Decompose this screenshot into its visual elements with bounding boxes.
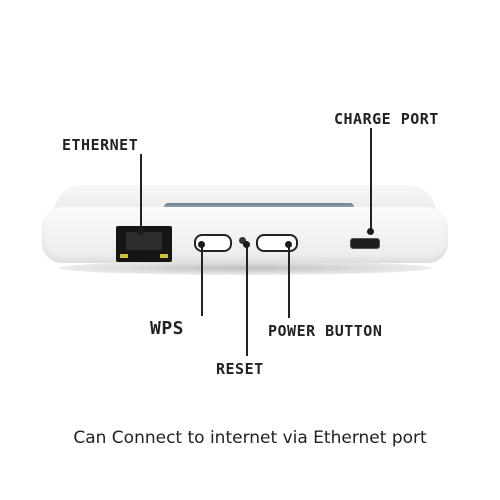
- power-button-label: POWER BUTTON: [268, 322, 383, 340]
- wps-leader-dot: [198, 241, 205, 248]
- rj45-port-socket: [126, 232, 162, 250]
- power-leader: [288, 244, 290, 318]
- rj45-led-right: [160, 254, 168, 258]
- rj45-port-icon: [116, 226, 172, 262]
- charge-port-leader: [370, 128, 372, 231]
- ethernet-leader-dot: [137, 228, 144, 235]
- ethernet-leader: [140, 154, 142, 231]
- wps-leader: [201, 244, 203, 316]
- charge-port-leader-dot: [367, 228, 374, 235]
- power-leader-dot: [285, 241, 292, 248]
- device-front-panel: [42, 207, 448, 263]
- rj45-led-left: [120, 254, 128, 258]
- reset-pinhole: [239, 237, 246, 244]
- router-device: [42, 185, 448, 277]
- reset-leader-dot: [243, 241, 250, 248]
- reset-label: RESET: [216, 360, 264, 378]
- micro-usb-port-icon: [350, 238, 380, 249]
- charge-port-label: CHARGE PORT: [334, 110, 439, 128]
- ethernet-label: ETHERNET: [62, 136, 139, 154]
- wps-label: WPS: [150, 318, 185, 339]
- wps-button: [194, 234, 232, 252]
- reset-leader: [246, 244, 248, 356]
- caption-text: Can Connect to internet via Ethernet por…: [73, 428, 427, 448]
- device-shadow: [58, 261, 432, 275]
